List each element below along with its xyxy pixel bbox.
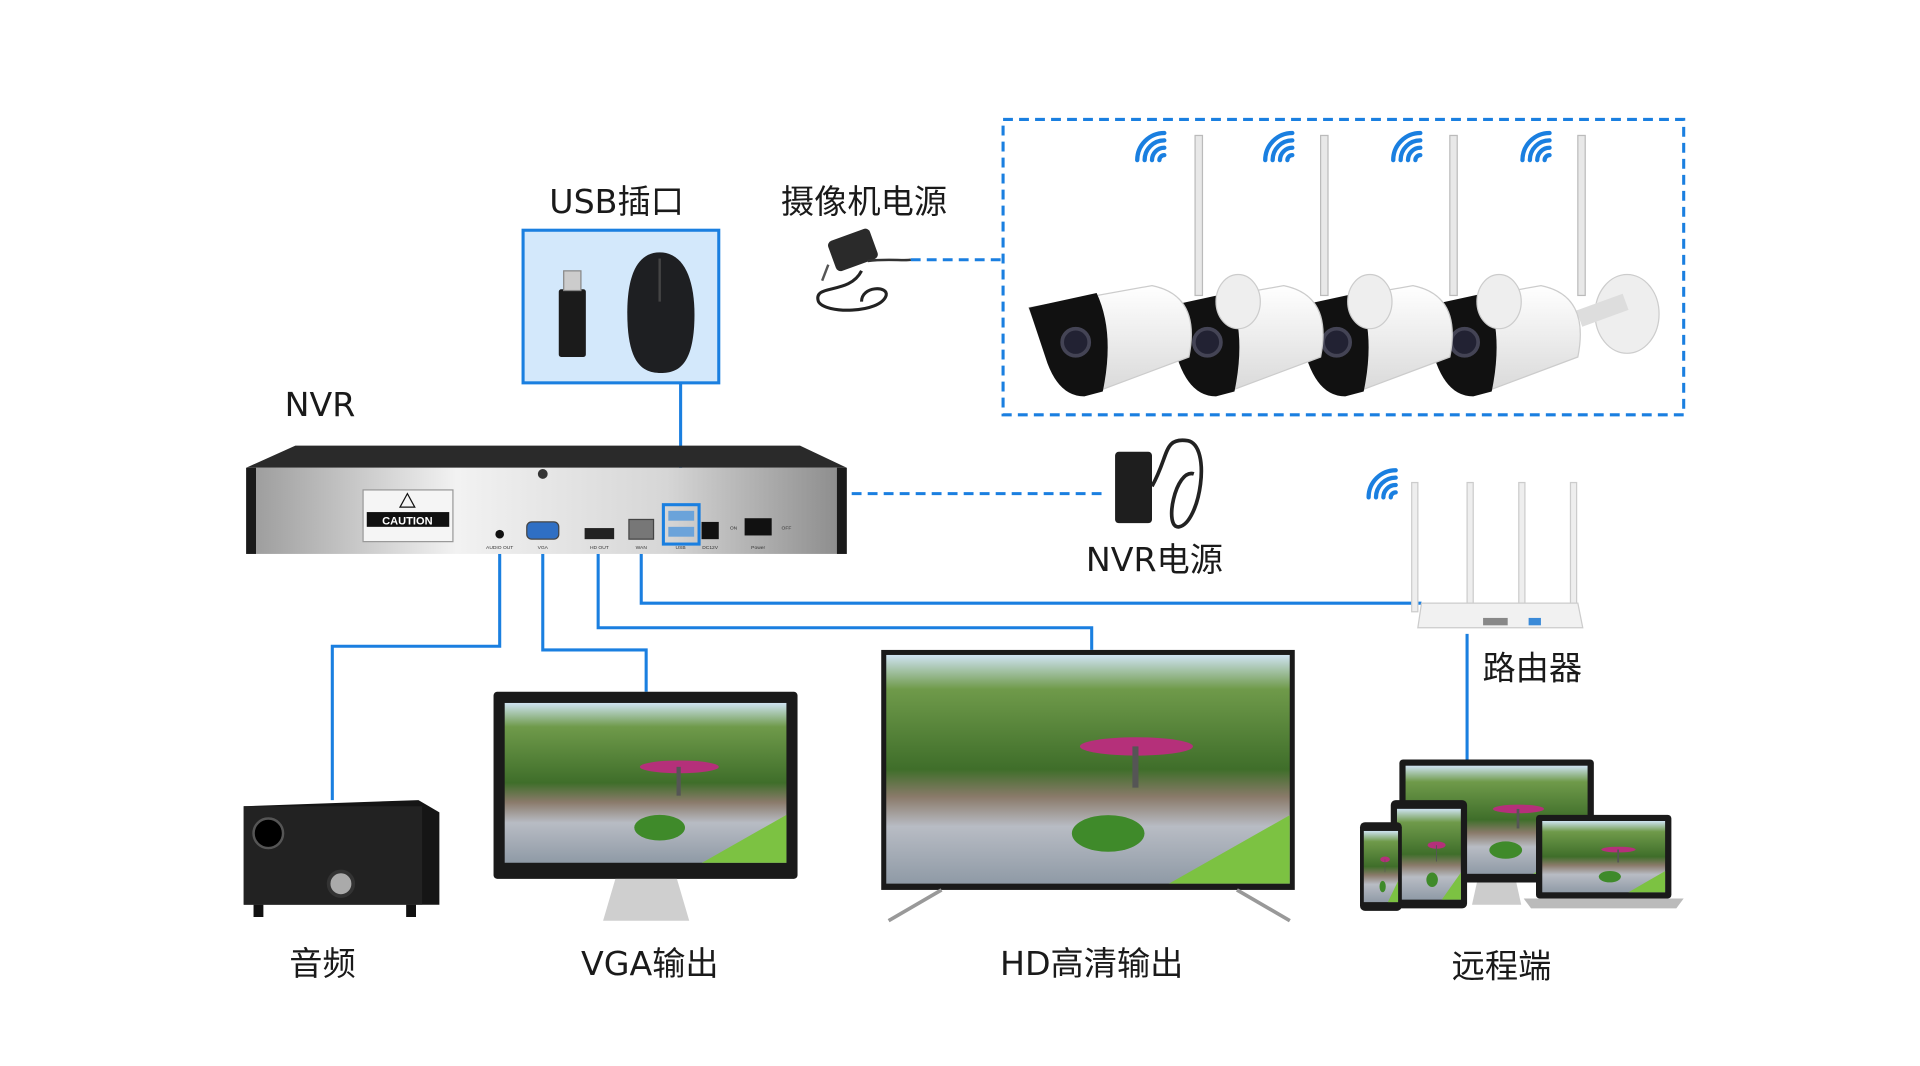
svg-text:ON: ON <box>730 525 738 531</box>
camera-2 <box>1159 134 1393 397</box>
svg-text:VGA: VGA <box>538 545 549 551</box>
hdmi-port <box>584 528 615 540</box>
hd-tv <box>881 649 1295 923</box>
caution-label: CAUTION <box>362 489 454 543</box>
remote-devices <box>1360 759 1684 911</box>
power-switch <box>744 518 772 536</box>
vga-monitor <box>493 691 798 921</box>
cameras <box>1028 133 1660 397</box>
svg-text:OFF: OFF <box>782 525 792 531</box>
svg-text:Power: Power <box>751 545 765 551</box>
vga-output-label: VGA输出 <box>581 944 719 983</box>
usb-dongle-icon <box>558 289 586 357</box>
svg-text:AUDIO OUT: AUDIO OUT <box>486 545 513 551</box>
speaker-device <box>243 800 440 917</box>
wan-port <box>628 518 655 540</box>
audio-out-port <box>495 529 504 539</box>
cameras-group-box <box>1001 117 1686 417</box>
svg-text:USB: USB <box>676 545 687 551</box>
svg-text:HD OUT: HD OUT <box>590 545 609 551</box>
wifi-icon <box>1522 133 1549 160</box>
nvr-power-adapter-icon <box>1115 438 1204 529</box>
hd-line <box>596 553 1094 650</box>
camera-1 <box>1028 134 1261 397</box>
audio-line <box>330 553 502 801</box>
nvr-label: NVR <box>285 385 356 424</box>
usb-port-highlight <box>661 503 701 546</box>
mouse-icon <box>627 252 695 373</box>
wan-line <box>639 553 1422 605</box>
hd-output-label: HD高清输出 <box>1000 944 1183 983</box>
nvr-device: CAUTION AUDIO OUT VGA HD OUT WAN USB DC1… <box>246 445 847 554</box>
audio-label: 音频 <box>289 944 355 983</box>
router-device <box>1369 470 1584 629</box>
svg-text:WAN: WAN <box>636 545 648 551</box>
camera-power-adapter-icon <box>816 228 912 312</box>
nvr-power-label: NVR电源 <box>1086 540 1223 579</box>
vga-port <box>526 521 560 540</box>
camera-3 <box>1288 134 1522 397</box>
usb-device-box <box>521 228 721 385</box>
router-wifi-icon <box>1369 470 1396 497</box>
svg-text:DC12V: DC12V <box>702 545 719 551</box>
svg-text:CAUTION: CAUTION <box>382 515 432 527</box>
camera-power-label: 摄像机电源 <box>781 182 947 221</box>
vga-line <box>541 553 648 692</box>
router-label: 路由器 <box>1482 648 1582 687</box>
usb-port-label: USB插口 <box>549 182 684 221</box>
remote-label: 远程端 <box>1452 946 1552 985</box>
dc12v-port <box>701 521 719 540</box>
